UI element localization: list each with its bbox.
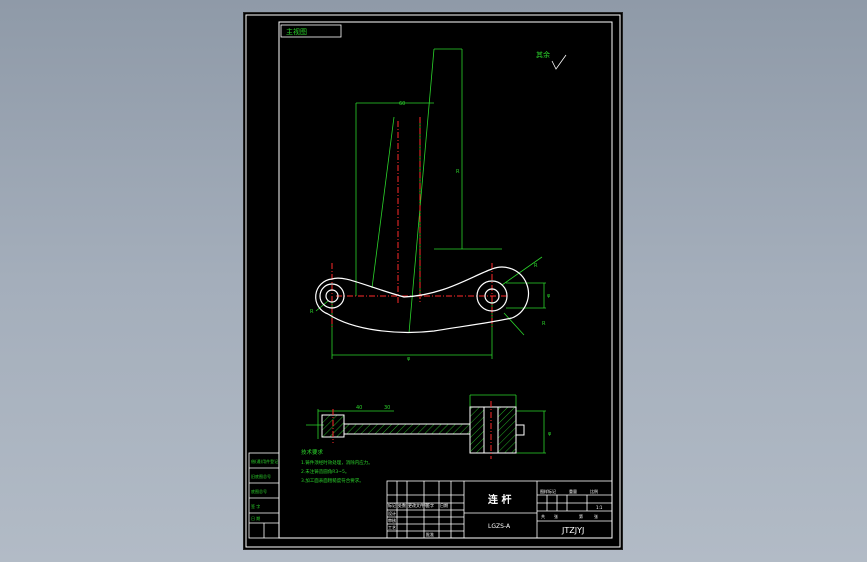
scale-cell: 图样标记 — [540, 488, 556, 494]
left-stamp-column — [248, 452, 280, 539]
tech-req-item: 3.加工面表面粗糙度符合要求。 — [301, 477, 364, 484]
drawing-canvas: 主视图 其余 — [245, 14, 621, 548]
dim-text: R — [542, 321, 546, 327]
dim-text: φ — [548, 431, 552, 437]
dim-text: R — [456, 169, 460, 175]
scale-value: 1:1 — [596, 505, 603, 510]
project-code: JTZJYJ — [561, 526, 584, 535]
rev-cell: 签字 — [426, 502, 434, 508]
rev-cell: 更改文件号 — [408, 502, 428, 508]
dim-text: φ — [407, 356, 411, 362]
dim-text: 30 — [384, 405, 390, 411]
dim-text: 60 — [399, 101, 405, 107]
approval-cell: 设计 — [388, 510, 396, 516]
sheet-cell: 共 — [541, 513, 545, 519]
dim-text: R — [534, 263, 538, 269]
roughness-symbol-icon — [551, 54, 567, 70]
tech-req-item: 2.未注铸造圆角R3~5。 — [301, 468, 349, 475]
dim-text: φ — [547, 293, 551, 299]
dimension-lines — [315, 48, 546, 359]
rev-cell: 日期 — [440, 502, 448, 508]
stamp-cell: 借(通)用件登记 — [251, 458, 278, 464]
sheet-cell: 张 — [594, 513, 598, 519]
part-name: 连 杆 — [488, 493, 511, 506]
roughness-note: 其余 — [536, 50, 550, 59]
view-label-box — [280, 24, 342, 38]
stamp-cell: 旧底图总号 — [251, 473, 271, 479]
stamp-cell: 底图总号 — [251, 488, 267, 494]
approval-cell: 审核 — [388, 517, 396, 523]
rev-cell: 标记 — [388, 502, 396, 508]
dim-text: 40 — [356, 405, 362, 411]
scale-cell: 比例 — [590, 488, 598, 494]
scale-cell: 重量 — [569, 488, 577, 494]
main-view: 60 R φ φ R R R — [310, 48, 551, 362]
stamp-cell: 签 字 — [251, 503, 260, 509]
outer-border — [245, 14, 621, 548]
tech-req-title: 技术要求 — [301, 448, 324, 456]
approval-cell: 工艺 — [388, 525, 396, 530]
view-label: 主视图 — [286, 27, 307, 36]
section-view: 40 30 φ — [306, 394, 552, 459]
stamp-cell: 日 期 — [251, 515, 260, 521]
tech-requirements: 技术要求 1.铸件须经时效处理，消除内应力。 2.未注铸造圆角R3~5。 3.加… — [301, 448, 373, 484]
rev-cell: 处数 — [398, 502, 406, 508]
tech-req-item: 1.铸件须经时效处理，消除内应力。 — [301, 459, 373, 466]
drawing-number: LGZS-A — [488, 523, 511, 530]
lever-outline — [315, 266, 529, 333]
sheet-cell: 张 — [554, 513, 558, 519]
center-lines — [331, 117, 509, 329]
sheet-cell: 第 — [579, 513, 583, 519]
drawing-sheet: 主视图 其余 — [244, 13, 622, 549]
title-block — [386, 480, 613, 539]
dim-text: R — [310, 309, 314, 315]
approval-cell: 批准 — [426, 531, 434, 537]
